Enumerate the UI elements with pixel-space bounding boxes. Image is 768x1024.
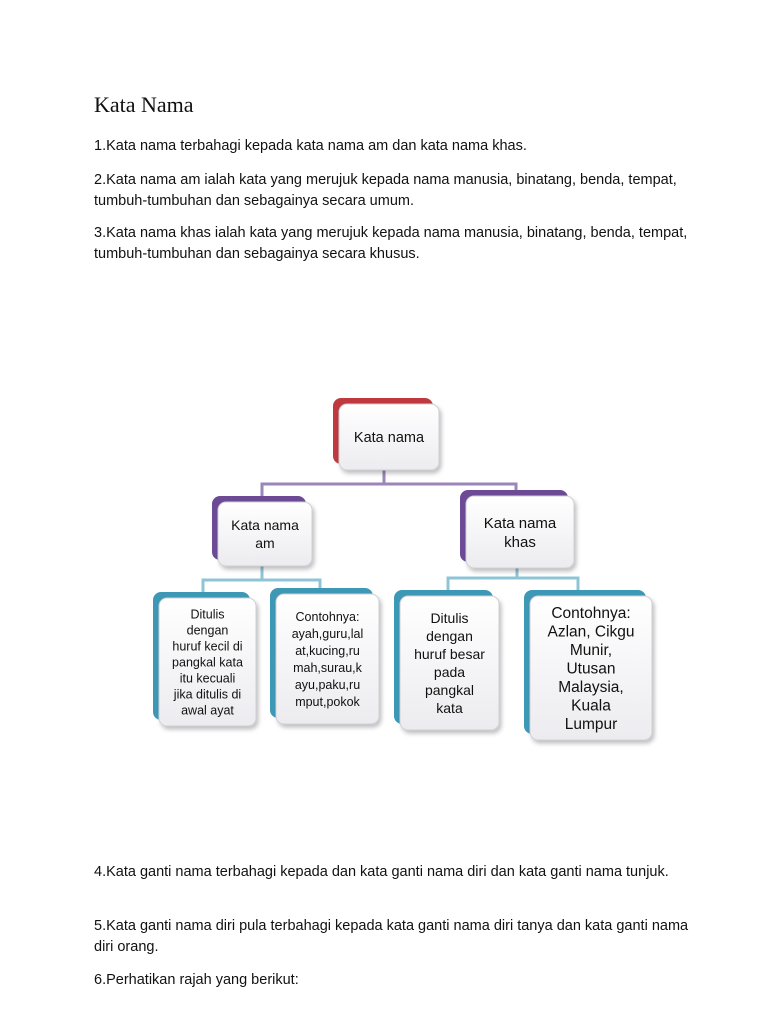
paragraph-2: 2.Kata nama am ialah kata yang merujuk k…: [94, 172, 677, 209]
box-accent: [270, 588, 373, 718]
document-title: Kata Nama: [94, 92, 194, 117]
box-text-line: am: [255, 535, 274, 551]
box-text-line: Ditulis: [430, 610, 468, 626]
box-text-line: kata: [436, 700, 463, 716]
box-accent: [460, 490, 568, 562]
box-text-line: awal ayat: [181, 703, 234, 717]
box-text-line: pangkal: [425, 682, 474, 698]
box-text-line: Ditulis: [190, 607, 224, 621]
box-text-line: Lumpur: [565, 716, 618, 733]
paragraph-3: 3.Kata nama khas ialah kata yang merujuk…: [94, 225, 688, 262]
box-face: [275, 593, 380, 725]
box-face: [399, 595, 500, 731]
box-text-line: pangkal kata: [172, 655, 243, 669]
box-text-line: dengan: [187, 623, 229, 637]
box-text-line: Azlan, Cikgu: [547, 623, 634, 640]
connector-am: [201, 566, 322, 596]
box-accent: [333, 398, 433, 464]
box-face: [465, 495, 575, 569]
box-face: [338, 403, 440, 471]
box-text-line: huruf besar: [414, 646, 485, 662]
box-face: [529, 595, 653, 741]
box-text-line: dengan: [426, 628, 473, 644]
box-text-line: Utusan: [566, 660, 615, 677]
box-text-line: pada: [434, 664, 465, 680]
box-text-line: khas: [504, 534, 536, 551]
paragraph-6: 6.Perhatikan rajah yang berikut:: [94, 972, 299, 988]
box-text-line: itu kecuali: [180, 671, 236, 685]
box-accent: [524, 590, 646, 734]
connectors: [201, 468, 580, 596]
connector-khas: [446, 568, 580, 594]
box-leaf-am-rule: Ditulis dengan huruf kecil di pangkal kata i…: [153, 592, 257, 727]
box-leaf-khas-rule: Ditulis dengan huruf besar pada pangkal kata: [394, 590, 500, 731]
box-text-line: at,kucing,ru: [295, 644, 360, 658]
box-face: [158, 597, 257, 727]
box-face: [217, 501, 313, 567]
paragraph-1: 1.Kata nama terbahagi kepada kata nama a…: [94, 138, 527, 154]
box-accent: [212, 496, 306, 560]
box-text-line: huruf kecil di: [172, 639, 242, 653]
box-leaf-am-examples: Contohnya: ayah,guru,lal at,kucing,ru mah,s…: [270, 588, 380, 725]
box-text-line: Munir,: [570, 642, 612, 659]
box-text-line: Kata nama: [484, 515, 557, 532]
paragraph-5: 5.Kata ganti nama diri pula terbahagi ke…: [94, 918, 689, 955]
box-text-line: ayah,guru,lal: [292, 627, 364, 641]
box-accent: [394, 590, 493, 724]
box-branch-am: Kata nama am: [212, 496, 313, 567]
box-text-line: Contohnya:: [551, 605, 630, 622]
connector-root: [260, 468, 518, 500]
box-text-line: Contohnya:: [296, 610, 360, 624]
box-root: Kata nama: [333, 398, 440, 471]
box-text-line: Malaysia,: [558, 679, 623, 696]
box-text-line: Kuala: [571, 697, 611, 714]
box-leaf-khas-examples: Contohnya:Azlan, CikguMunir,UtusanMalays…: [524, 590, 653, 741]
box-text-line: mah,surau,k: [293, 661, 363, 675]
box-text-line: jika ditulis di: [173, 687, 241, 701]
paragraph-4: 4.Kata ganti nama terbahagi kepada dan k…: [94, 864, 669, 880]
box-text-line: mput,pokok: [295, 695, 360, 709]
box-branch-khas: Kata nama khas: [460, 490, 575, 569]
box-text-line: Kata nama: [354, 430, 425, 446]
box-accent: [153, 592, 250, 720]
box-text-line: Kata nama: [231, 517, 299, 533]
box-text-line: ayu,paku,ru: [295, 678, 360, 692]
